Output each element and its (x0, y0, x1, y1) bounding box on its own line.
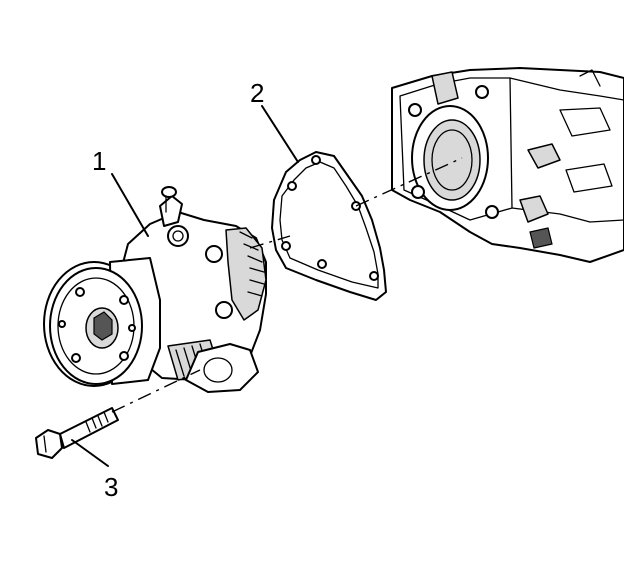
callout-3: 3 (104, 472, 118, 502)
callout-2: 2 (250, 78, 264, 108)
bolt (35, 407, 119, 459)
differential-housing (391, 67, 624, 263)
alignment-lines (111, 157, 463, 413)
rear-cover-assembly (43, 186, 267, 393)
gasket (271, 151, 387, 301)
leader-line-3 (71, 439, 109, 467)
leader-line-2 (261, 105, 299, 163)
leader-line-1 (111, 173, 149, 237)
callout-1: 1 (92, 146, 106, 176)
